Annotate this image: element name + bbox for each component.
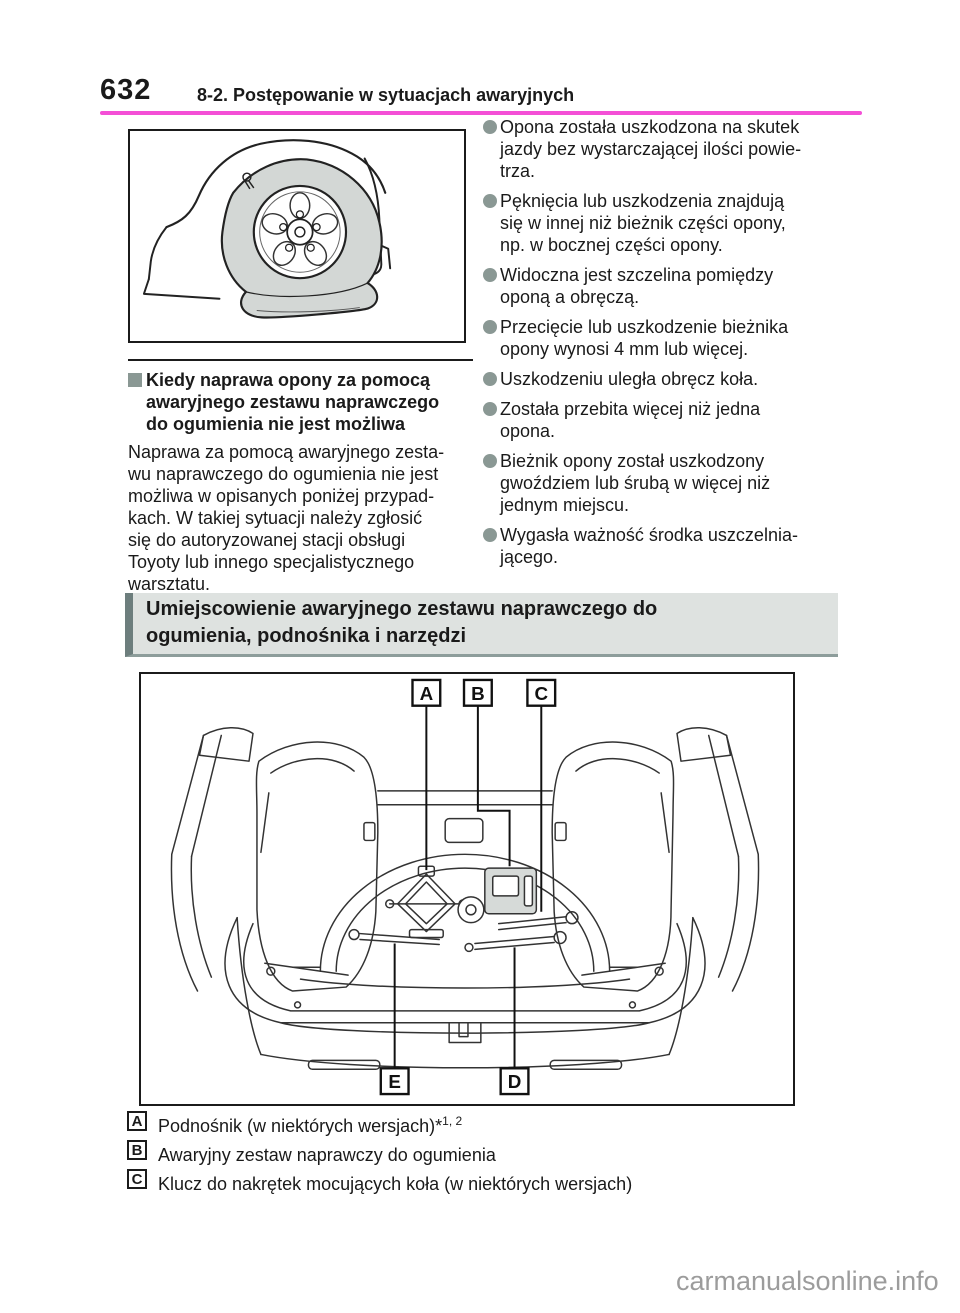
header-rule [100, 111, 862, 115]
topic-divider [128, 359, 473, 361]
circle-bullet-icon [483, 402, 497, 416]
diagram-labels: A B C E D [379, 678, 557, 1096]
list-item: Została przebita więcej niż jedna opona. [483, 398, 883, 442]
chapter-title: 8-2. Postępowanie w sytuacjach awaryjnyc… [197, 85, 575, 105]
legend-key-c: C [127, 1169, 147, 1189]
legend-text-b: Awaryjny zestaw naprawczy do ogumienia [158, 1145, 496, 1165]
section-banner: Umiejscowienie awaryjnego zestawu napraw… [125, 593, 838, 657]
label-D: D [508, 1071, 522, 1092]
legend-row-b: B Awaryjny zestaw naprawczy do ogumienia [127, 1140, 847, 1165]
topic-heading: Kiedy naprawa opony za pomocą awaryjnego… [128, 369, 478, 435]
label-E: E [388, 1071, 401, 1092]
circle-bullet-icon [483, 372, 497, 386]
circle-bullet-icon [483, 528, 497, 542]
watermark: carmanualsonline.info [676, 1266, 939, 1296]
valve-stem-icon [242, 172, 255, 190]
legend-text-a: Podnośnik (w niektórych wersjach)*1, 2 [158, 1114, 463, 1136]
circle-bullet-icon [483, 120, 497, 134]
legend-text-c: Klucz do nakrętek mocujących koła (w nie… [158, 1174, 633, 1194]
tool-bolt-icon [464, 930, 567, 953]
page-number: 632 [100, 74, 152, 106]
trunk-tools-location-diagram: A B C E D [170, 678, 760, 1096]
jack-handle-icon [348, 928, 440, 946]
list-item: Opona została uszkodzona na skutek jazdy… [483, 116, 883, 182]
legend-row-c: C Klucz do nakrętek mocujących koła (w n… [127, 1169, 847, 1194]
circle-bullet-icon [483, 320, 497, 334]
section-banner-title: Umiejscowienie awaryjnego zestawu napraw… [146, 598, 658, 647]
flat-tire-figure-frame [128, 129, 466, 343]
wrench-icon [497, 911, 579, 931]
list-item: Widoczna jest szczelina pomiędzy oponą a… [483, 264, 883, 308]
wheel-rim [252, 184, 348, 280]
circle-bullet-icon [483, 194, 497, 208]
right-column: Opona została uszkodzona na skutek jazdy… [483, 116, 883, 576]
jack-icon [385, 865, 468, 939]
square-bullet-icon [128, 373, 142, 387]
label-B: B [471, 683, 485, 704]
condition-list: Opona została uszkodzona na skutek jazdy… [483, 116, 883, 568]
flat-tire-icon [142, 139, 392, 319]
repair-kit-icon [457, 867, 538, 924]
legend-key-b: B [127, 1140, 147, 1160]
list-item: Uszkodzeniu uległa obręcz koła. [483, 368, 883, 390]
footnote-marker: 1, 2 [442, 1114, 463, 1128]
list-item: Przecięcie lub uszkodzenie bieżnika opon… [483, 316, 883, 360]
topic-heading-text: Kiedy naprawa opony za pomocą awaryjnego… [146, 370, 440, 434]
list-item: Pęknięcia lub uszkodzenia znajdują się w… [483, 190, 883, 256]
label-C: C [534, 683, 548, 704]
legend: A Podnośnik (w niektórych wersjach)*1, 2… [127, 1111, 847, 1198]
list-item: Bieżnik opony został uszkodzony gwoździe… [483, 450, 883, 516]
circle-bullet-icon [483, 454, 497, 468]
trunk-diagram-frame: A B C E D [139, 672, 795, 1106]
topic-paragraph: Naprawa za pomocą awaryjnego zesta- wu n… [128, 442, 445, 594]
legend-key-a: A [127, 1111, 147, 1131]
circle-bullet-icon [483, 268, 497, 282]
list-item: Wygasła ważność środka uszczelnia- jąceg… [483, 524, 883, 568]
legend-row-a: A Podnośnik (w niektórych wersjach)*1, 2 [127, 1111, 847, 1136]
label-A: A [420, 683, 434, 704]
left-column: Kiedy naprawa opony za pomocą awaryjnego… [128, 359, 478, 595]
